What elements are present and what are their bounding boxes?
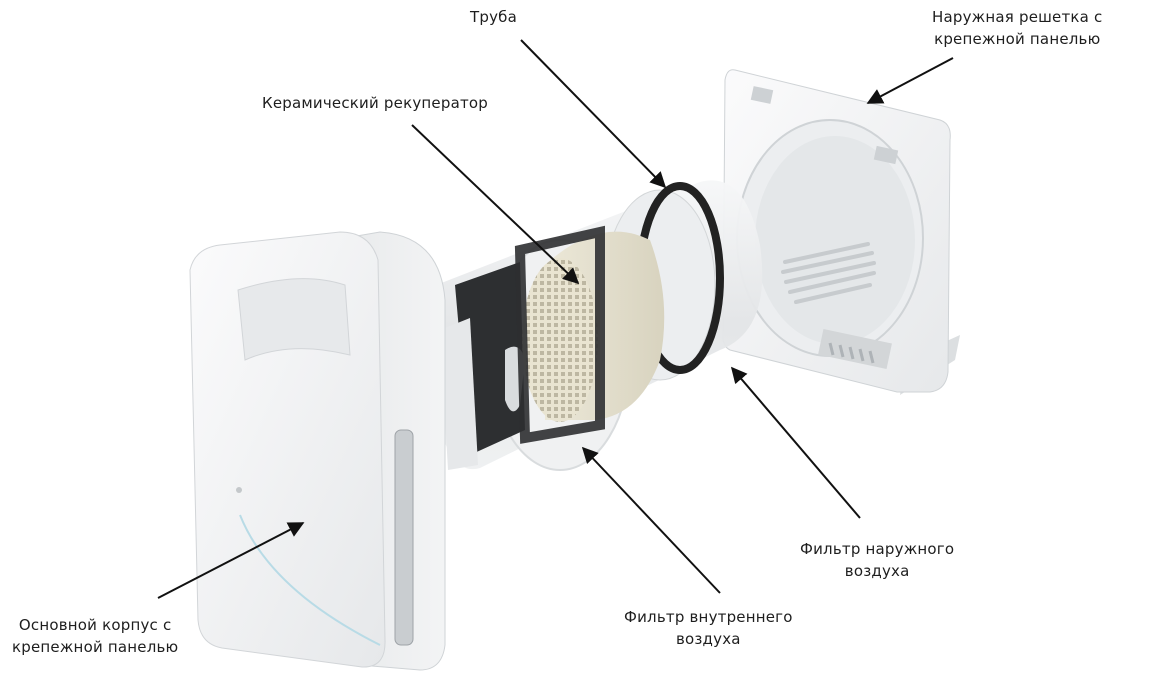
arrow-outer-air-filter [730,366,861,519]
label-tube: Труба [470,8,518,26]
label-ceramic-recuperator: Керамический рекуператор [262,94,488,112]
arrow-tube [520,39,667,189]
arrow-main-housing [157,522,305,599]
label-main-housing: Основной корпус с крепежной панелью [12,616,179,656]
arrow-ceramic-recuperator [411,124,580,285]
leader-arrows [157,39,954,599]
arrow-outer-grille [866,57,954,104]
label-inner-air-filter: Фильтр внутреннего воздуха [624,608,793,648]
outer-grille [722,69,960,395]
label-outer-air-filter: Фильтр наружного воздуха [800,540,955,580]
arrow-inner-air-filter [581,446,721,594]
main-housing [189,231,446,671]
indicator-strip [239,514,381,646]
grille-slots [781,242,876,304]
label-outer-grille: Наружная решетка с крепежной панелью [932,8,1103,48]
